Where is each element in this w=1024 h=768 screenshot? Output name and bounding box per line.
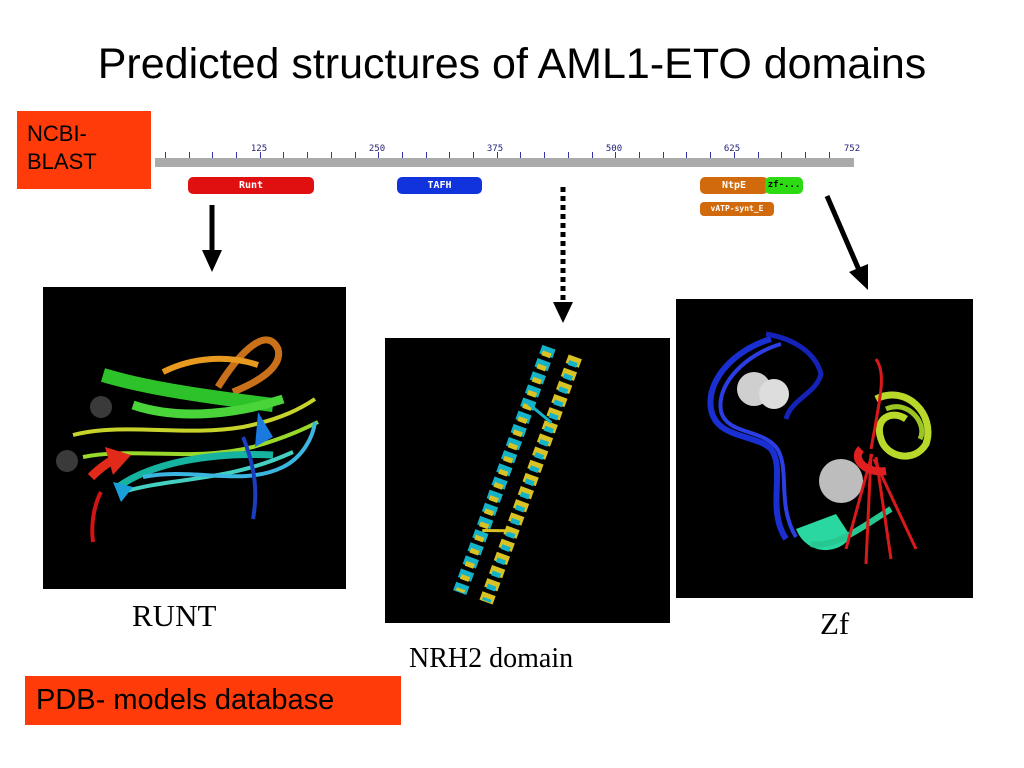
ruler-tick	[331, 152, 332, 158]
ruler-tick	[639, 152, 640, 158]
ruler-tick	[520, 152, 521, 158]
ruler-tick	[426, 152, 427, 158]
ncbi-blast-line-2: BLAST	[27, 149, 97, 174]
runt-structure-image	[43, 287, 346, 589]
ruler-tick	[283, 152, 284, 158]
ruler-tick	[378, 152, 379, 158]
ruler-tick	[829, 152, 830, 158]
arrow-to-nrh2-dotted	[553, 187, 573, 323]
tick-label-125: 125	[250, 144, 268, 154]
nrh2-structure-image	[385, 338, 670, 623]
ruler-tick	[236, 152, 237, 158]
ruler-tick	[497, 152, 498, 158]
ruler-tick	[307, 152, 308, 158]
runt-caption: RUNT	[132, 598, 217, 633]
arrow-to-zf	[824, 195, 868, 290]
ruler-tick	[260, 152, 261, 158]
ruler-tick	[473, 152, 474, 158]
zf-structure-image	[676, 299, 973, 598]
domain-vatp-synt[interactable]: vATP-synt_E	[700, 202, 774, 216]
pdb-models-database-badge: PDB- models database	[25, 676, 401, 725]
ruler-tick	[615, 152, 616, 158]
ruler-tick	[212, 152, 213, 158]
arrow-to-runt	[202, 205, 222, 272]
domain-tafh[interactable]: TAFH	[397, 177, 482, 194]
ruler-tick	[758, 152, 759, 158]
ruler-tick	[355, 152, 356, 158]
ruler-tick	[781, 152, 782, 158]
zf-caption: Zf	[820, 606, 850, 641]
slide-title: Predicted structures of AML1-ETO domains	[97, 40, 927, 88]
ncbi-blast-line-1: NCBI-	[27, 121, 87, 146]
ruler-tick	[805, 152, 806, 158]
ruler-tick	[189, 152, 190, 158]
tick-label-500: 500	[605, 144, 623, 154]
ruler-tick	[663, 152, 664, 158]
domain-ntpe[interactable]: NtpE	[700, 177, 768, 194]
ruler-tick	[449, 152, 450, 158]
tick-label-752: 752	[843, 144, 861, 154]
nrh2-caption: NRH2 domain	[409, 643, 574, 674]
sequence-track	[155, 158, 854, 167]
ruler-tick	[165, 152, 166, 158]
ruler-tick	[686, 152, 687, 158]
ncbi-blast-badge: NCBI- BLAST	[17, 111, 151, 189]
ruler-tick	[544, 152, 545, 158]
tick-label-250: 250	[368, 144, 386, 154]
tick-label-375: 375	[486, 144, 504, 154]
tick-label-625: 625	[723, 144, 741, 154]
ruler-tick	[734, 152, 735, 158]
domain-runt[interactable]: Runt	[188, 177, 314, 194]
ruler-tick	[402, 152, 403, 158]
ruler-tick	[710, 152, 711, 158]
domain-zf[interactable]: zf-...	[765, 177, 803, 194]
ruler-tick	[568, 152, 569, 158]
ruler-tick	[592, 152, 593, 158]
